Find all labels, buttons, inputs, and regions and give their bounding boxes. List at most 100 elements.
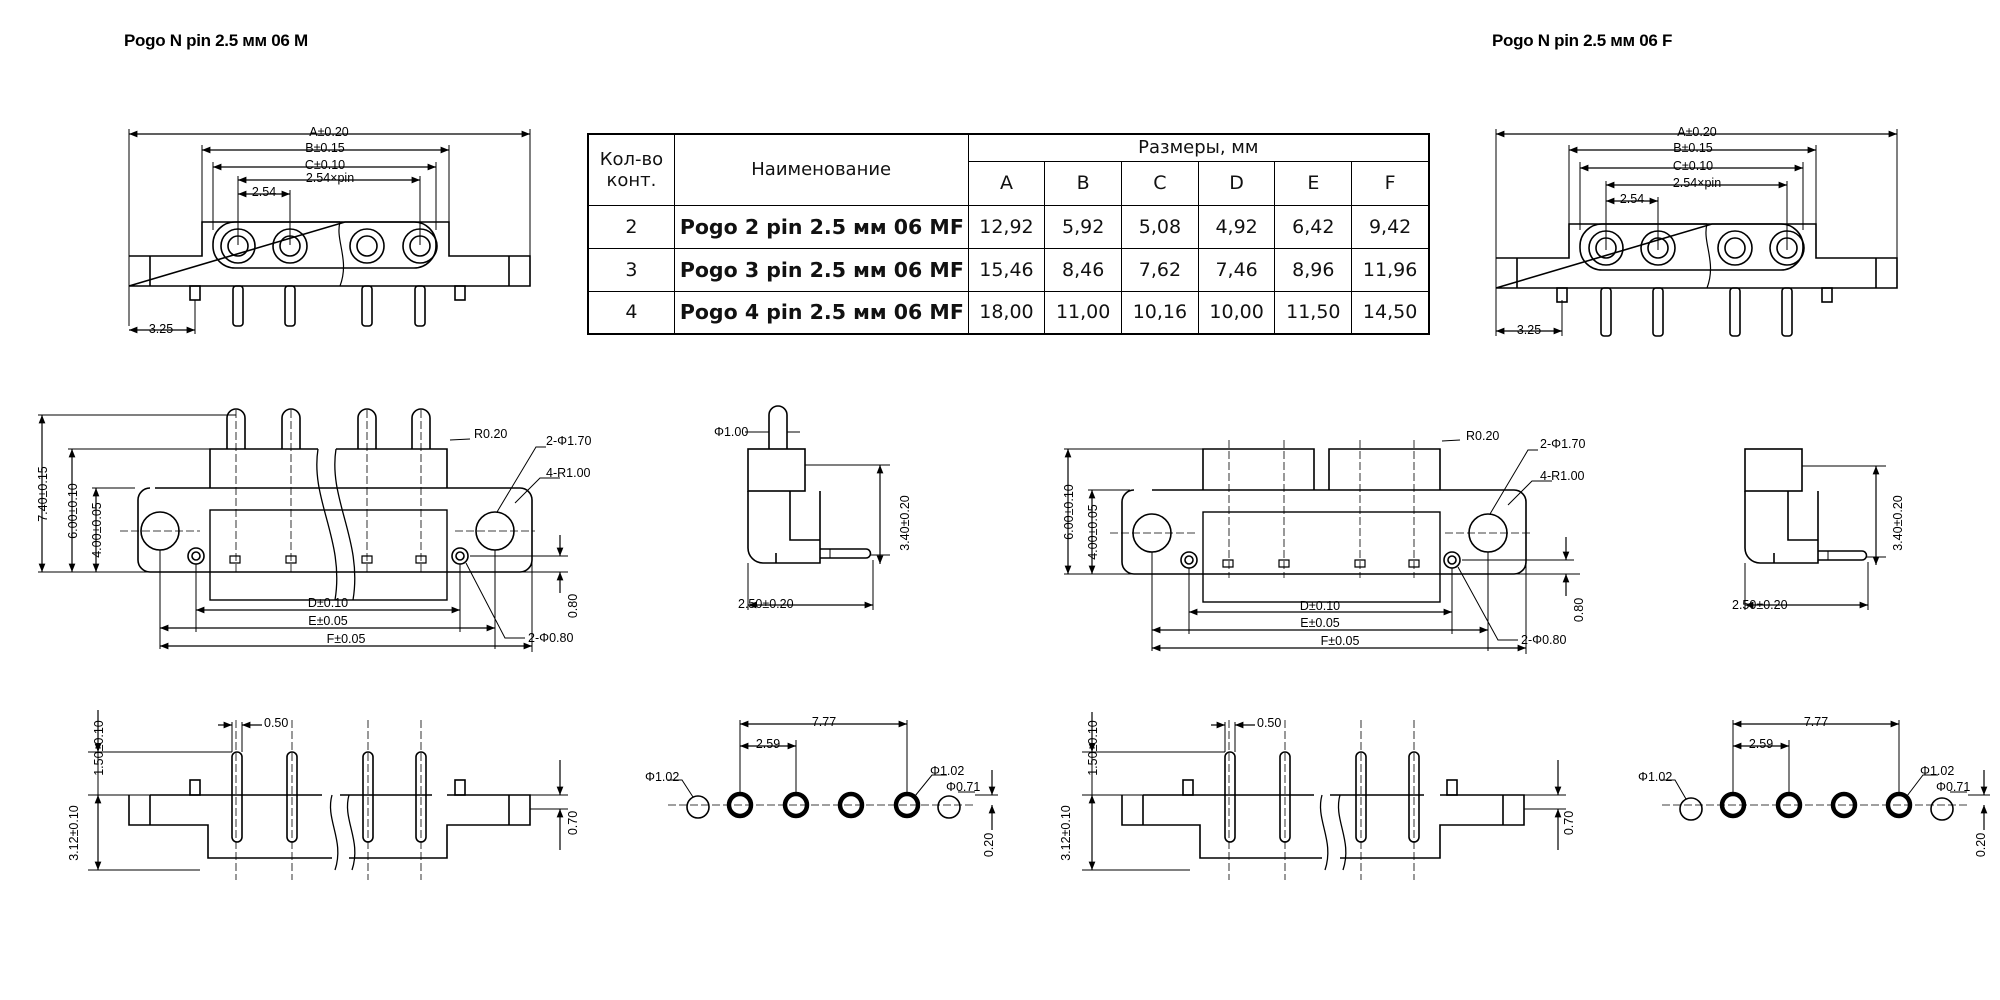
pcb-footprint-male — [667, 720, 998, 830]
dim-t020: 0.20 — [982, 833, 996, 857]
dim-b: B±0.15 — [305, 141, 345, 155]
section-view-male — [88, 710, 568, 880]
dim-h400: 4.00±0.05 — [1086, 504, 1100, 560]
dim-span777: 7.77 — [812, 715, 836, 729]
dim-h340: 3.40±0.20 — [1891, 495, 1905, 551]
front-view-female — [1495, 129, 1898, 337]
dim-t080: 0.80 — [566, 594, 580, 618]
dim-pitch: 2.54 — [1620, 192, 1644, 206]
dim-t070: 0.70 — [1562, 811, 1576, 835]
dim-pad102: Φ1.02 — [1638, 770, 1672, 784]
dim-hole170: 2-Φ1.70 — [546, 434, 591, 448]
side-view-female — [1744, 448, 1886, 610]
dim-t080: 0.80 — [1572, 598, 1586, 622]
top-view-male — [38, 408, 568, 652]
cell-a: 12,92 — [967, 204, 1046, 249]
dim-h340: 3.40±0.20 — [898, 495, 912, 551]
dim-h150: 1.50±0.10 — [92, 720, 106, 776]
row-count: 3 — [587, 247, 675, 292]
dim-h312: 3.12±0.10 — [67, 805, 81, 861]
col-b: B — [1044, 160, 1123, 206]
header-name: Наименование — [673, 133, 969, 206]
title-male: Pogo N pin 2.5 мм 06 M — [124, 31, 308, 50]
cell-c: 10,16 — [1121, 290, 1199, 335]
dim-r020: R0.20 — [474, 427, 507, 441]
cell-d: 7,46 — [1197, 247, 1276, 292]
cell-b: 5,92 — [1044, 204, 1123, 249]
cell-d: 10,00 — [1197, 290, 1276, 335]
dim-h600: 6.00±0.10 — [66, 483, 80, 539]
title-female: Pogo N pin 2.5 мм 06 F — [1492, 31, 1673, 50]
dim-pad071: Φ0.71 — [946, 780, 980, 794]
dim-pitch-n: 2.54×pin — [306, 171, 354, 185]
dim-f: F±0.05 — [327, 632, 366, 646]
dim-hole170: 2-Φ1.70 — [1540, 437, 1585, 451]
dim-f: F±0.05 — [1321, 634, 1360, 648]
dim-t020: 0.20 — [1974, 833, 1988, 857]
dim-t050: 0.50 — [264, 716, 288, 730]
dim-t050: 0.50 — [1257, 716, 1281, 730]
col-f: F — [1351, 160, 1430, 206]
header-dimensions: Размеры, мм — [967, 133, 1430, 162]
dim-c: C±0.10 — [305, 158, 345, 172]
dim-pitch-n: 2.54×pin — [1673, 176, 1721, 190]
dim-pad102: Φ1.02 — [930, 764, 964, 778]
dim-a: A±0.20 — [1677, 125, 1717, 139]
col-c: C — [1121, 160, 1199, 206]
cell-f: 14,50 — [1351, 290, 1430, 335]
dim-span777: 7.77 — [1804, 715, 1828, 729]
cell-c: 5,08 — [1121, 204, 1199, 249]
cell-b: 8,46 — [1044, 247, 1123, 292]
dim-e: E±0.05 — [1300, 616, 1340, 630]
front-view-male — [128, 129, 531, 334]
col-e: E — [1274, 160, 1353, 206]
row-name: Pogo 3 pin 2.5 мм 06 MF — [673, 247, 969, 292]
row-name: Pogo 2 pin 2.5 мм 06 MF — [673, 204, 969, 249]
table-row: 4 Pogo 4 pin 2.5 мм 06 MF 18,00 11,00 10… — [587, 290, 1430, 335]
dim-d: D±0.10 — [1300, 599, 1340, 613]
dim-r020: R0.20 — [1466, 429, 1499, 443]
side-view-male — [745, 405, 890, 610]
dim-w250: 2.50±0.20 — [1732, 598, 1788, 612]
dim-r100: 4-R1.00 — [1540, 469, 1585, 483]
table-row: 3 Pogo 3 pin 2.5 мм 06 MF 15,46 8,46 7,6… — [587, 247, 1430, 292]
dim-pin100: Φ1.00 — [714, 425, 748, 439]
dim-c: C±0.10 — [1673, 159, 1713, 173]
dim-h312: 3.12±0.10 — [1059, 805, 1073, 861]
dim-edge: 3.25 — [1517, 323, 1541, 337]
col-d: D — [1197, 160, 1276, 206]
dim-a: A±0.20 — [309, 125, 349, 139]
dim-t070: 0.70 — [566, 811, 580, 835]
dim-r100: 4-R1.00 — [546, 466, 591, 480]
row-count: 4 — [587, 290, 675, 335]
cell-a: 18,00 — [967, 290, 1046, 335]
cell-e: 8,96 — [1274, 247, 1353, 292]
cell-d: 4,92 — [1197, 204, 1276, 249]
dim-h400: 4.00±0.05 — [90, 502, 104, 558]
dim-e: E±0.05 — [308, 614, 348, 628]
dim-h150: 1.50±0.10 — [1086, 720, 1100, 776]
top-view-female — [1064, 439, 1580, 654]
section-view-female — [1082, 712, 1566, 880]
dim-h740: 7.40±0.15 — [36, 466, 50, 522]
dim-hole080: 2-Φ0.80 — [1521, 633, 1566, 647]
dim-span259: 2.59 — [1749, 737, 1773, 751]
dim-pad071: Φ0.71 — [1936, 780, 1970, 794]
dim-pitch: 2.54 — [252, 185, 276, 199]
dim-edge: 3.25 — [149, 322, 173, 336]
dim-h600: 6.00±0.10 — [1062, 484, 1076, 540]
col-a: A — [967, 160, 1046, 206]
cell-e: 11,50 — [1274, 290, 1353, 335]
dim-b: B±0.15 — [1673, 141, 1713, 155]
dim-pad102: Φ1.02 — [1920, 764, 1954, 778]
dim-pad102: Φ1.02 — [645, 770, 679, 784]
dim-hole080: 2-Φ0.80 — [528, 631, 573, 645]
pcb-footprint-female — [1660, 720, 1990, 830]
row-name: Pogo 4 pin 2.5 мм 06 MF — [673, 290, 969, 335]
dim-span259: 2.59 — [756, 737, 780, 751]
dim-d: D±0.10 — [308, 596, 348, 610]
dim-w250: 2.50±0.20 — [738, 597, 794, 611]
